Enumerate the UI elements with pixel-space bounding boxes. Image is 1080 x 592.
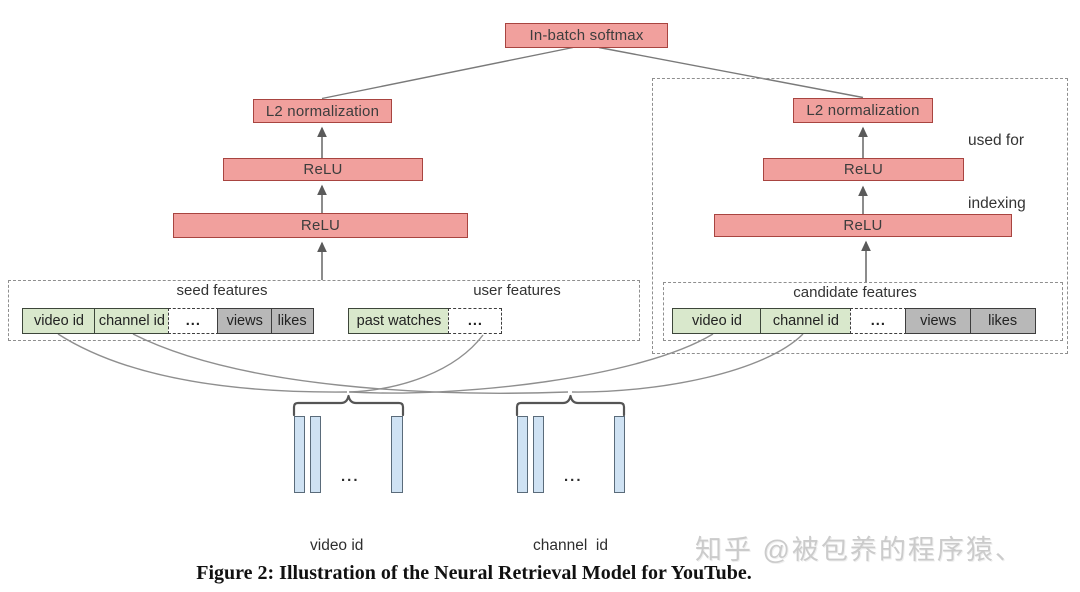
softmax-fan-lines xyxy=(321,46,864,100)
channel-embedding-bar xyxy=(533,416,544,493)
channel-embedding-bar xyxy=(517,416,528,493)
candidate-ellipsis-cell: ... xyxy=(849,308,907,334)
user-features-label: user features xyxy=(473,282,561,299)
left-relu-top-box: ReLU xyxy=(223,158,423,181)
channel-embeddings-ellipsis: ... xyxy=(564,468,583,485)
user-past-watches-cell: past watches xyxy=(348,308,450,334)
seed-ellipsis-cell: ... xyxy=(167,308,219,334)
channel-embeddings-label: channel id embeddings xyxy=(533,537,608,554)
embedding-brackets xyxy=(292,394,626,417)
right-relu-top-box: ReLU xyxy=(763,158,964,181)
candidate-video-id-cell: video id xyxy=(672,308,762,334)
indexing-container xyxy=(652,78,1068,354)
left-relu-bottom-box: ReLU xyxy=(173,213,468,238)
indexing-note: used for indexing xyxy=(968,88,1026,256)
candidate-features-label: candidate features xyxy=(793,284,917,301)
indexing-note-line1: used for xyxy=(968,132,1025,149)
right-l2-normalization-box: L2 normalization xyxy=(793,98,933,123)
candidate-feature-strip: video id channel id ... views likes xyxy=(672,308,1036,334)
left-l2-label: L2 normalization xyxy=(265,102,380,120)
left-relu-top-label: ReLU xyxy=(303,161,343,178)
right-relu-bottom-box: ReLU xyxy=(714,214,1012,237)
in-batch-softmax-box: In-batch softmax xyxy=(505,23,668,48)
video-embeddings-ellipsis: ... xyxy=(341,468,360,485)
right-tower-arrows xyxy=(858,126,871,282)
video-embedding-bar xyxy=(391,416,403,493)
seed-features-label: seed features xyxy=(176,282,268,299)
candidate-features-container xyxy=(663,282,1063,341)
indexing-note-line2: indexing xyxy=(968,195,1026,212)
right-relu-bottom-label: ReLU xyxy=(843,217,883,234)
seed-feature-strip: video id channel id ... views likes xyxy=(22,308,314,334)
channel-embeddings-bracket xyxy=(515,394,626,417)
seed-channel-id-cell: channel id xyxy=(94,308,170,334)
in-batch-softmax-label: In-batch softmax xyxy=(529,27,644,44)
video-embedding-bar xyxy=(294,416,305,493)
right-relu-top-label: ReLU xyxy=(843,161,884,178)
user-feature-strip: past watches ... xyxy=(348,308,503,334)
watermark: 知乎 @被包养的程序猿、 xyxy=(695,535,1024,565)
candidate-channel-id-cell: channel id xyxy=(760,308,852,334)
seed-video-id-cell: video id xyxy=(22,308,96,334)
seed-likes-cell: likes xyxy=(270,308,314,334)
video-embedding-bar xyxy=(310,416,321,493)
candidate-views-cell: views xyxy=(905,308,972,334)
left-relu-bottom-label: ReLU xyxy=(300,217,341,234)
video-embeddings-bracket xyxy=(292,394,405,417)
figure-caption: Figure 2: Illustration of the Neural Ret… xyxy=(196,562,752,584)
right-l2-label: L2 normalization xyxy=(806,102,920,119)
video-embeddings-label: video id embeddings xyxy=(310,537,364,554)
seed-views-cell: views xyxy=(217,308,273,334)
candidate-likes-cell: likes xyxy=(969,308,1036,334)
user-ellipsis-cell: ... xyxy=(448,308,503,334)
channel-embedding-bar xyxy=(614,416,625,493)
seed-user-features-container xyxy=(8,280,640,341)
left-l2-normalization-box: L2 normalization xyxy=(253,99,392,123)
embedding-lookup-curves xyxy=(57,333,804,394)
